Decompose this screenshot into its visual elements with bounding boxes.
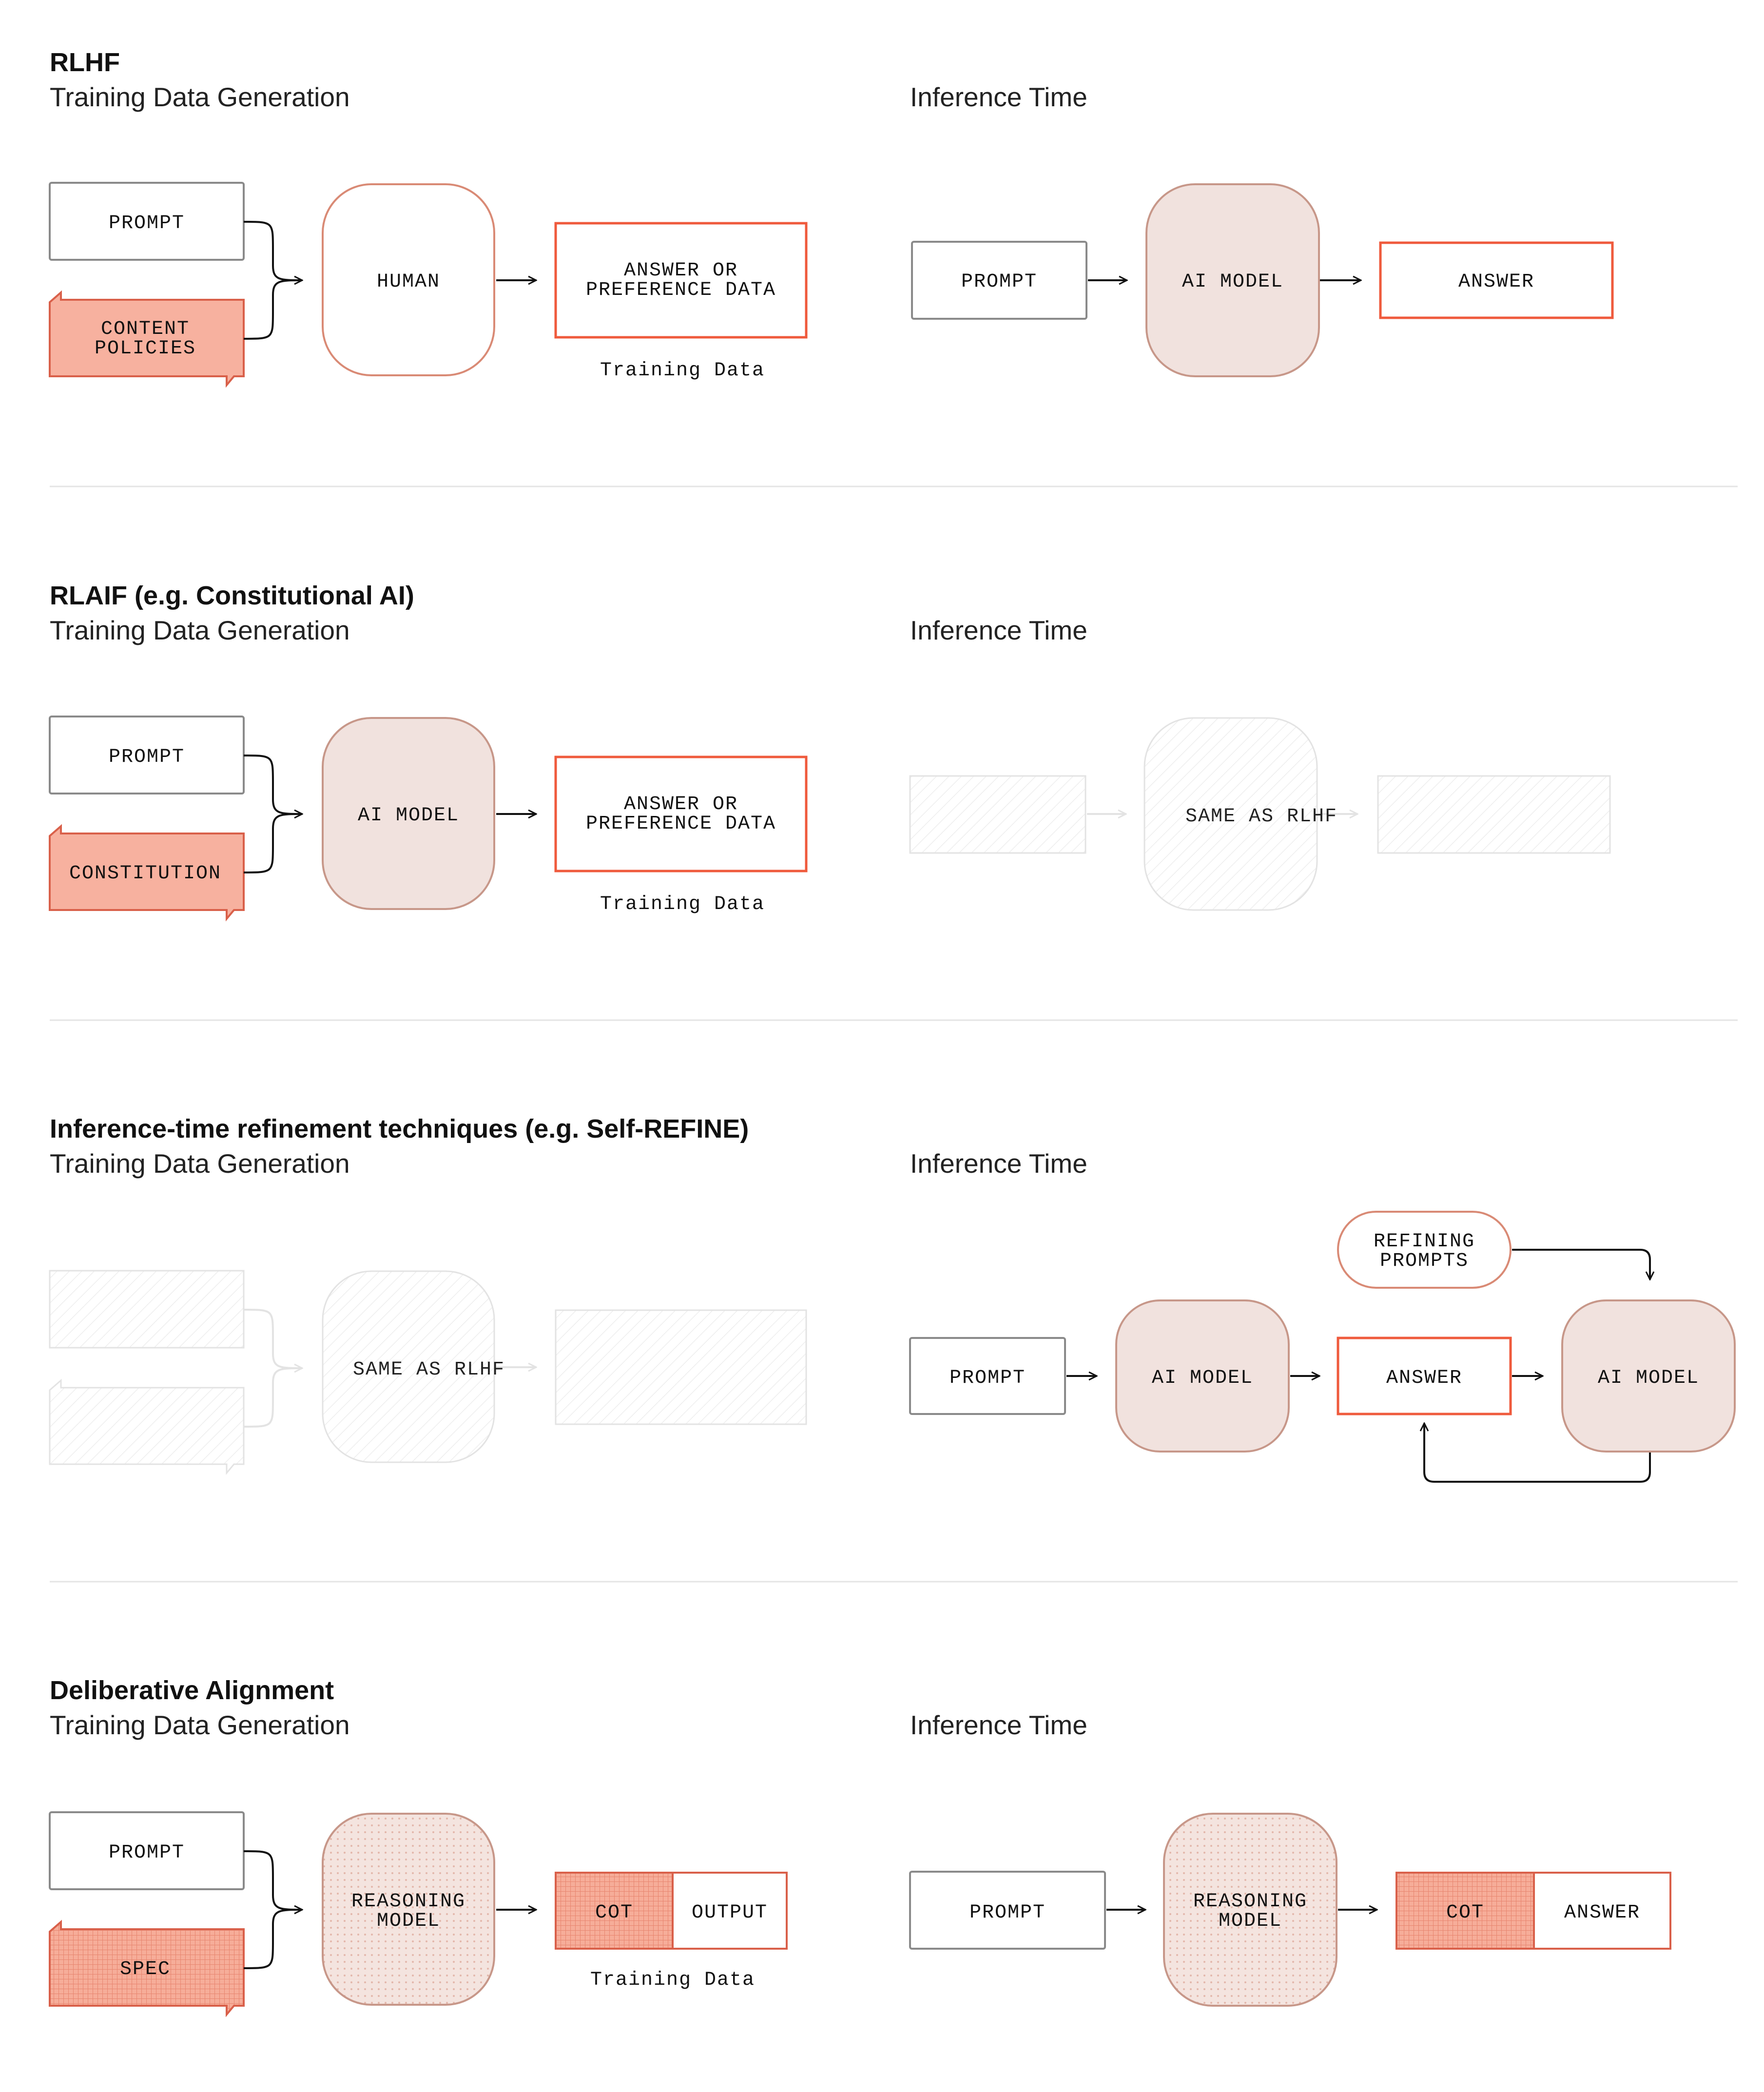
- answer-data-line-1: ANSWER OR: [624, 794, 738, 815]
- constitution-document: CONSTITUTION: [49, 824, 245, 922]
- refining-prompts-node: REFINING PROMPTS: [1337, 1211, 1512, 1289]
- prompt-label: PROMPT: [109, 746, 185, 768]
- ai-model-node: AI MODEL: [322, 717, 495, 910]
- training-data-caption: Training Data: [600, 893, 765, 915]
- ai-model-node-2: AI MODEL: [1561, 1299, 1736, 1453]
- ghost-training-pipeline: SAME AS RLHF: [49, 1270, 807, 1475]
- cot-answer-box: COT ANSWER: [1396, 1872, 1671, 1950]
- prompt-label: PROMPT: [969, 1902, 1046, 1924]
- prompt-label: PROMPT: [109, 1842, 185, 1864]
- training-heading: Training Data Generation: [50, 1148, 350, 1179]
- merge-bracket: [243, 1850, 302, 1969]
- cot-label: COT: [595, 1902, 633, 1924]
- human-label: HUMAN: [377, 271, 440, 293]
- prompt-label: PROMPT: [961, 271, 1037, 293]
- same-as-rlhf-label: SAME AS RLHF: [1185, 806, 1338, 828]
- reasoning-model-line-1: REASONING: [351, 1891, 465, 1913]
- answer-box: ANSWER: [1379, 241, 1614, 319]
- ai-model-node: AI MODEL: [1145, 183, 1320, 377]
- refine-arrow: [1512, 1249, 1650, 1279]
- training-data-caption: Training Data: [590, 1969, 755, 1991]
- cot-label: COT: [1446, 1902, 1484, 1924]
- training-heading: Training Data Generation: [50, 1710, 350, 1740]
- constitution-label: CONSTITUTION: [69, 863, 221, 885]
- answer-label: ANSWER: [1458, 271, 1534, 293]
- training-data-box: COT OUTPUT: [555, 1872, 788, 1950]
- refining-prompts-line-2: PROMPTS: [1380, 1250, 1469, 1272]
- inference-heading: Inference Time: [910, 1710, 1087, 1740]
- inference-prompt-box: PROMPT: [909, 1337, 1066, 1415]
- answer-data-line-2: PREFERENCE DATA: [586, 279, 776, 301]
- merge-bracket: [243, 755, 302, 873]
- prompt-box: PROMPT: [49, 716, 245, 794]
- prompt-box: PROMPT: [49, 1811, 245, 1890]
- section-deliberative: Deliberative Alignment Training Data Gen…: [49, 1676, 1671, 2017]
- training-data-box: ANSWER OR PREFERENCE DATA: [554, 755, 808, 872]
- policy-label-line-2: POLICIES: [95, 338, 196, 360]
- policy-label-line-1: CONTENT: [101, 318, 190, 340]
- merge-bracket: [243, 221, 302, 340]
- section-title: Inference-time refinement techniques (e.…: [50, 1114, 749, 1143]
- inference-heading: Inference Time: [910, 1148, 1087, 1179]
- section-rlaif: RLAIF (e.g. Constitutional AI) Training …: [49, 581, 1611, 922]
- reasoning-model-line-1: REASONING: [1193, 1891, 1307, 1913]
- answer-data-line-2: PREFERENCE DATA: [586, 813, 776, 835]
- answer-box: ANSWER: [1337, 1337, 1512, 1415]
- spec-document: SPEC: [49, 1919, 245, 2017]
- training-heading: Training Data Generation: [50, 615, 350, 645]
- reasoning-model-line-2: MODEL: [377, 1910, 440, 1932]
- training-data-box: ANSWER OR PREFERENCE DATA: [554, 222, 808, 339]
- ai-model-label: AI MODEL: [358, 805, 459, 827]
- training-heading: Training Data Generation: [50, 82, 350, 112]
- prompt-label: PROMPT: [109, 213, 185, 234]
- ai-model-label: AI MODEL: [1598, 1367, 1699, 1389]
- feedback-loop-arrow: [1424, 1423, 1651, 1483]
- section-title: RLAIF (e.g. Constitutional AI): [50, 581, 414, 610]
- inference-prompt-box: PROMPT: [909, 1871, 1106, 1950]
- ai-model-label: AI MODEL: [1182, 271, 1283, 293]
- prompt-box: PROMPT: [49, 182, 245, 261]
- answer-label: ANSWER: [1386, 1367, 1462, 1389]
- inference-heading: Inference Time: [910, 615, 1087, 645]
- refining-prompts-line-1: REFINING: [1374, 1231, 1475, 1253]
- inference-heading: Inference Time: [910, 82, 1087, 112]
- reasoning-model-line-2: MODEL: [1219, 1910, 1282, 1932]
- reasoning-model-node: REASONING MODEL: [322, 1813, 495, 2006]
- ai-model-node-1: AI MODEL: [1115, 1299, 1290, 1453]
- ghost-inference-pipeline: SAME AS RLHF: [909, 717, 1611, 911]
- inference-prompt-box: PROMPT: [911, 241, 1087, 320]
- reasoning-model-node: REASONING MODEL: [1163, 1813, 1338, 2007]
- training-data-caption: Training Data: [600, 360, 765, 382]
- section-rlhf: RLHF Training Data Generation Inference …: [49, 48, 1614, 388]
- same-as-rlhf-label: SAME AS RLHF: [353, 1359, 505, 1381]
- prompt-label: PROMPT: [950, 1367, 1026, 1389]
- section-title: Deliberative Alignment: [50, 1676, 334, 1705]
- output-label: OUTPUT: [692, 1902, 768, 1924]
- answer-data-line-1: ANSWER OR: [624, 260, 738, 282]
- section-title: RLHF: [50, 48, 120, 77]
- ai-model-label: AI MODEL: [1152, 1367, 1253, 1389]
- section-refine: Inference-time refinement techniques (e.…: [49, 1114, 1736, 1483]
- spec-label: SPEC: [120, 1958, 171, 1980]
- policy-document: CONTENT POLICIES: [49, 290, 245, 388]
- answer-label: ANSWER: [1564, 1902, 1640, 1924]
- human-node: HUMAN: [322, 183, 495, 376]
